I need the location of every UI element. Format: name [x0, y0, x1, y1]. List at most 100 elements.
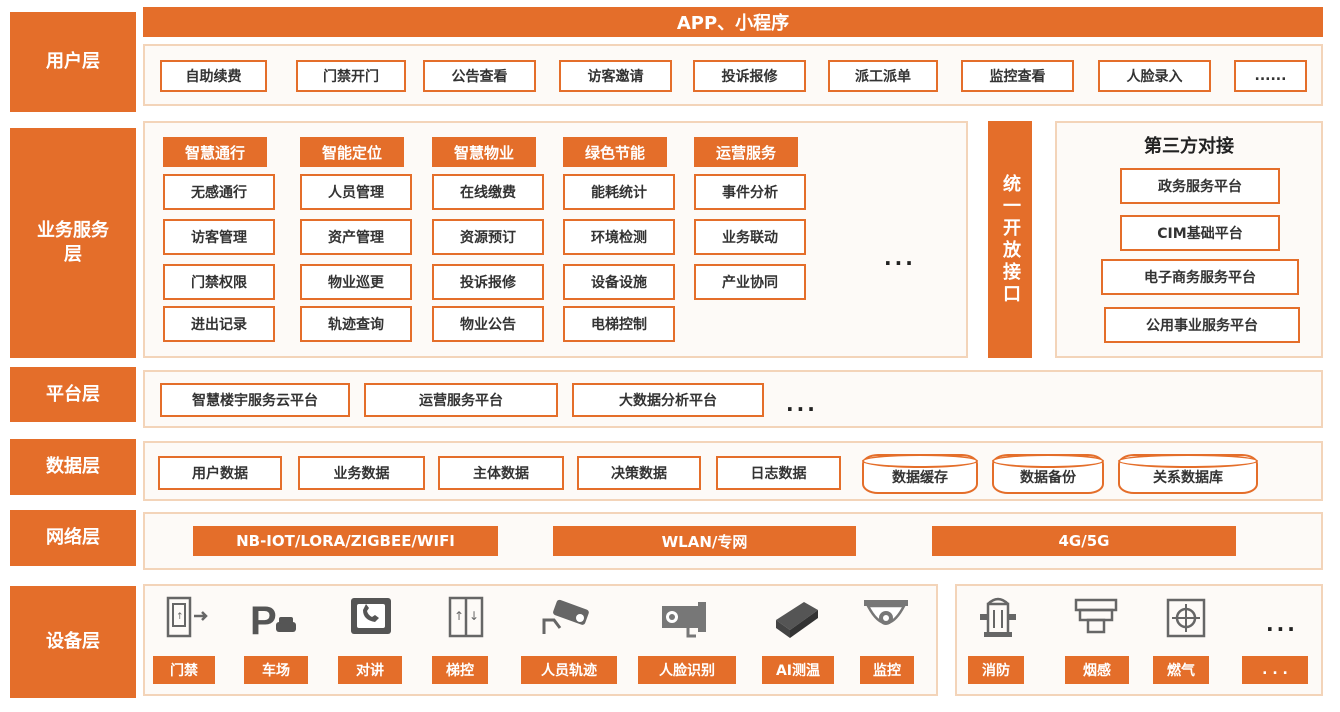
smoke-detector-icon — [1070, 594, 1122, 640]
layer-label-business: 业务服务层 — [10, 128, 136, 358]
category-item: 在线缴费 — [432, 174, 544, 210]
tracking-camera-icon-svg — [542, 599, 589, 634]
user-item: 访客邀请 — [559, 60, 672, 92]
network-bar: WLAN/专网 — [553, 526, 856, 556]
device-more-dots: ... — [1266, 612, 1298, 636]
category-item: 访客管理 — [163, 219, 275, 255]
data-item: 决策数据 — [577, 456, 701, 490]
device-label: 门禁 — [153, 656, 215, 684]
user-item: 自助续费 — [160, 60, 267, 92]
app-header-bar: APP、小程序 — [143, 7, 1323, 37]
third-party-title: 第三方对接 — [1144, 136, 1234, 157]
user-item: ...... — [1234, 60, 1307, 92]
category-title: 智慧物业 — [432, 137, 536, 167]
device-label: 梯控 — [432, 656, 488, 684]
category-title: 智能定位 — [300, 137, 404, 167]
category-item: 环境检测 — [563, 219, 675, 255]
category-item: 物业巡更 — [300, 264, 412, 300]
category-title: 运营服务 — [694, 137, 798, 167]
category-item: 物业公告 — [432, 306, 544, 342]
smoke-detector-icon-svg — [1074, 598, 1118, 634]
data-item: 用户数据 — [158, 456, 282, 490]
face-camera-icon-svg — [662, 602, 706, 638]
device-label: 人员轨迹 — [521, 656, 617, 684]
business-panel — [143, 121, 968, 358]
intercom-icon-svg — [351, 598, 391, 634]
user-item: 公告查看 — [423, 60, 536, 92]
category-item: 资产管理 — [300, 219, 412, 255]
device-label: 对讲 — [338, 656, 402, 684]
network-bar: 4G/5G — [932, 526, 1236, 556]
data-store-cylinder: 关系数据库 — [1118, 454, 1258, 494]
third-party-item: 公用事业服务平台 — [1104, 307, 1300, 343]
parking-icon-svg: P — [250, 599, 296, 643]
safety-device-label: 消防 — [968, 656, 1024, 684]
safety-device-label: . . . — [1242, 656, 1308, 684]
layer-label-business-text: 业务服务层 — [37, 220, 109, 265]
category-item: 电梯控制 — [563, 306, 675, 342]
data-store-label: 关系数据库 — [1153, 470, 1223, 486]
user-item: 人脸录入 — [1098, 60, 1211, 92]
category-item: 进出记录 — [163, 306, 275, 342]
face-camera-icon — [658, 594, 710, 640]
svg-text:P: P — [250, 599, 277, 640]
svg-text:↓: ↓ — [469, 609, 479, 623]
category-item: 门禁权限 — [163, 264, 275, 300]
category-item: 产业协同 — [694, 264, 806, 300]
network-bar: NB-IOT/LORA/ZIGBEE/WIFI — [193, 526, 498, 556]
layer-label-platform: 平台层 — [10, 367, 136, 422]
category-title: 智慧通行 — [163, 137, 267, 167]
data-store-cylinder: 数据缓存 — [862, 454, 978, 494]
layer-label-network: 网络层 — [10, 510, 136, 566]
data-store-label: 数据备份 — [1020, 470, 1076, 486]
category-item: 设备设施 — [563, 264, 675, 300]
category-item: 能耗统计 — [563, 174, 675, 210]
hydrant-icon — [972, 594, 1024, 640]
data-item: 业务数据 — [298, 456, 425, 490]
category-item: 无感通行 — [163, 174, 275, 210]
layer-label-data: 数据层 — [10, 439, 136, 495]
user-item: 投诉报修 — [693, 60, 806, 92]
platform-item: 智慧楼宇服务云平台 — [160, 383, 350, 417]
intercom-icon — [345, 594, 397, 640]
gas-sensor-icon — [1160, 594, 1212, 640]
safety-device-label: 燃气 — [1153, 656, 1209, 684]
device-label: AI测温 — [762, 656, 834, 684]
thermal-camera-icon — [770, 594, 822, 640]
layer-label-user: 用户层 — [10, 12, 136, 112]
data-store-cylinder: 数据备份 — [992, 454, 1104, 494]
third-party-item: 电子商务服务平台 — [1101, 259, 1299, 295]
user-item: 门禁开门 — [296, 60, 406, 92]
category-title: 绿色节能 — [563, 137, 667, 167]
dome-camera-icon-svg — [864, 600, 908, 625]
category-item: 人员管理 — [300, 174, 412, 210]
door-access-icon: ↑ — [162, 594, 214, 640]
data-store-label: 数据缓存 — [892, 470, 948, 486]
user-item: 派工派单 — [828, 60, 938, 92]
tracking-camera-icon — [540, 594, 592, 640]
layer-label-device: 设备层 — [10, 586, 136, 698]
category-item: 业务联动 — [694, 219, 806, 255]
platform-more-dots: ... — [786, 392, 818, 416]
device-label: 人脸识别 — [638, 656, 736, 684]
svg-text:↑: ↑ — [454, 609, 464, 623]
device-label: 监控 — [860, 656, 914, 684]
parking-icon: P — [248, 594, 300, 643]
gas-sensor-icon-svg — [1166, 598, 1206, 638]
third-party-item: 政务服务平台 — [1120, 168, 1280, 204]
data-item: 主体数据 — [438, 456, 564, 490]
thermal-camera-icon-svg — [776, 602, 818, 638]
business-more-dots: ... — [884, 246, 916, 270]
svg-text:↑: ↑ — [176, 612, 184, 622]
user-item: 监控查看 — [961, 60, 1074, 92]
door-access-icon-svg: ↑ — [166, 596, 208, 638]
safety-device-label: 烟感 — [1065, 656, 1129, 684]
category-item: 轨迹查询 — [300, 306, 412, 342]
data-item: 日志数据 — [716, 456, 841, 490]
open-interface-bar: 统一开放接口 — [988, 121, 1032, 358]
third-party-item: CIM基础平台 — [1120, 215, 1280, 251]
elevator-icon-svg: ↑↓ — [448, 596, 484, 638]
device-label: 车场 — [244, 656, 308, 684]
hydrant-icon-svg — [980, 597, 1016, 637]
category-item: 资源预订 — [432, 219, 544, 255]
